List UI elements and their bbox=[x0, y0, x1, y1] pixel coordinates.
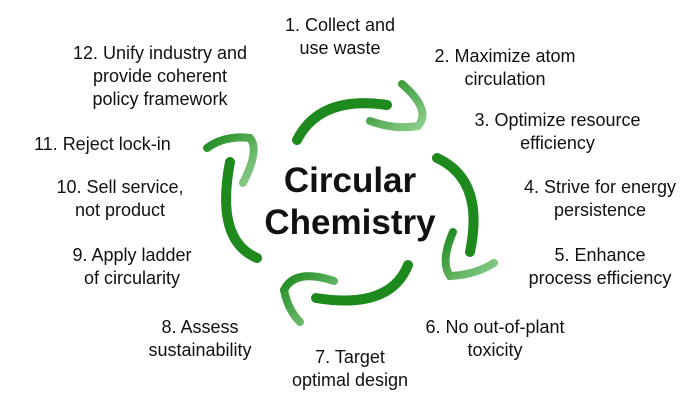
arrow-top-head bbox=[366, 80, 427, 132]
principle-text: sustainability bbox=[148, 340, 252, 360]
arrow-right bbox=[432, 153, 479, 257]
principle-5: 5. Enhance process efficiency bbox=[510, 244, 690, 290]
arrow-top bbox=[292, 98, 392, 145]
principle-text: circulation bbox=[464, 69, 546, 89]
principle-text: provide coherent bbox=[92, 66, 228, 86]
diagram-title: Circular Chemistry bbox=[240, 160, 460, 244]
arrow-left-head bbox=[203, 133, 258, 187]
principle-text: 6. No out-of-plant bbox=[425, 317, 565, 337]
principle-4: 4. Strive for energy persistence bbox=[505, 176, 695, 222]
principle-text: of circularity bbox=[83, 268, 181, 288]
principle-text: efficiency bbox=[520, 133, 595, 153]
principle-text: 1. Collect and bbox=[284, 15, 396, 35]
principle-text: 4. Strive for energy bbox=[523, 177, 677, 197]
arrow-left bbox=[221, 157, 262, 263]
principle-10: 10. Sell service, not product bbox=[40, 176, 200, 222]
principle-2: 2. Maximize atom circulation bbox=[425, 45, 585, 91]
principle-text: 12. Unify industry and bbox=[72, 43, 248, 63]
principle-text: 9. Apply ladder bbox=[72, 245, 192, 265]
principle-6: 6. No out-of-plant toxicity bbox=[405, 316, 585, 362]
title-line-2: Chemistry bbox=[264, 203, 436, 242]
principle-text: 5. Enhance bbox=[554, 245, 646, 265]
principle-text: process efficiency bbox=[528, 268, 672, 288]
principle-text: 2. Maximize atom bbox=[434, 46, 576, 66]
arrow-right-head bbox=[441, 228, 498, 281]
principle-7: 7. Target optimal design bbox=[280, 346, 420, 392]
principle-text: policy framework bbox=[92, 89, 228, 109]
principle-text: toxicity bbox=[467, 340, 523, 360]
principle-12: 12. Unify industry and provide coherent po… bbox=[45, 42, 275, 111]
principle-text: persistence bbox=[553, 200, 647, 220]
principle-8: 8. Assess sustainability bbox=[130, 316, 270, 362]
arrow-bottom-head bbox=[279, 272, 338, 326]
principle-text: 11. Reject lock-in bbox=[34, 134, 171, 154]
principle-text: use waste bbox=[299, 38, 381, 58]
principle-3: 3. Optimize resource efficiency bbox=[455, 109, 660, 155]
principle-9: 9. Apply ladder of circularity bbox=[62, 244, 202, 290]
principle-11: 11. Reject lock-in bbox=[34, 133, 171, 156]
principle-text: 10. Sell service, bbox=[56, 177, 184, 197]
principle-text: 8. Assess bbox=[161, 317, 239, 337]
arrow-bottom bbox=[311, 260, 413, 306]
principle-text: 7. Target bbox=[315, 347, 385, 367]
principle-text: not product bbox=[74, 200, 166, 220]
principle-text: optimal design bbox=[291, 370, 409, 390]
title-line-1: Circular bbox=[283, 161, 417, 200]
principle-text: 3. Optimize resource bbox=[474, 110, 641, 130]
principle-1: 1. Collect and use waste bbox=[270, 14, 410, 60]
